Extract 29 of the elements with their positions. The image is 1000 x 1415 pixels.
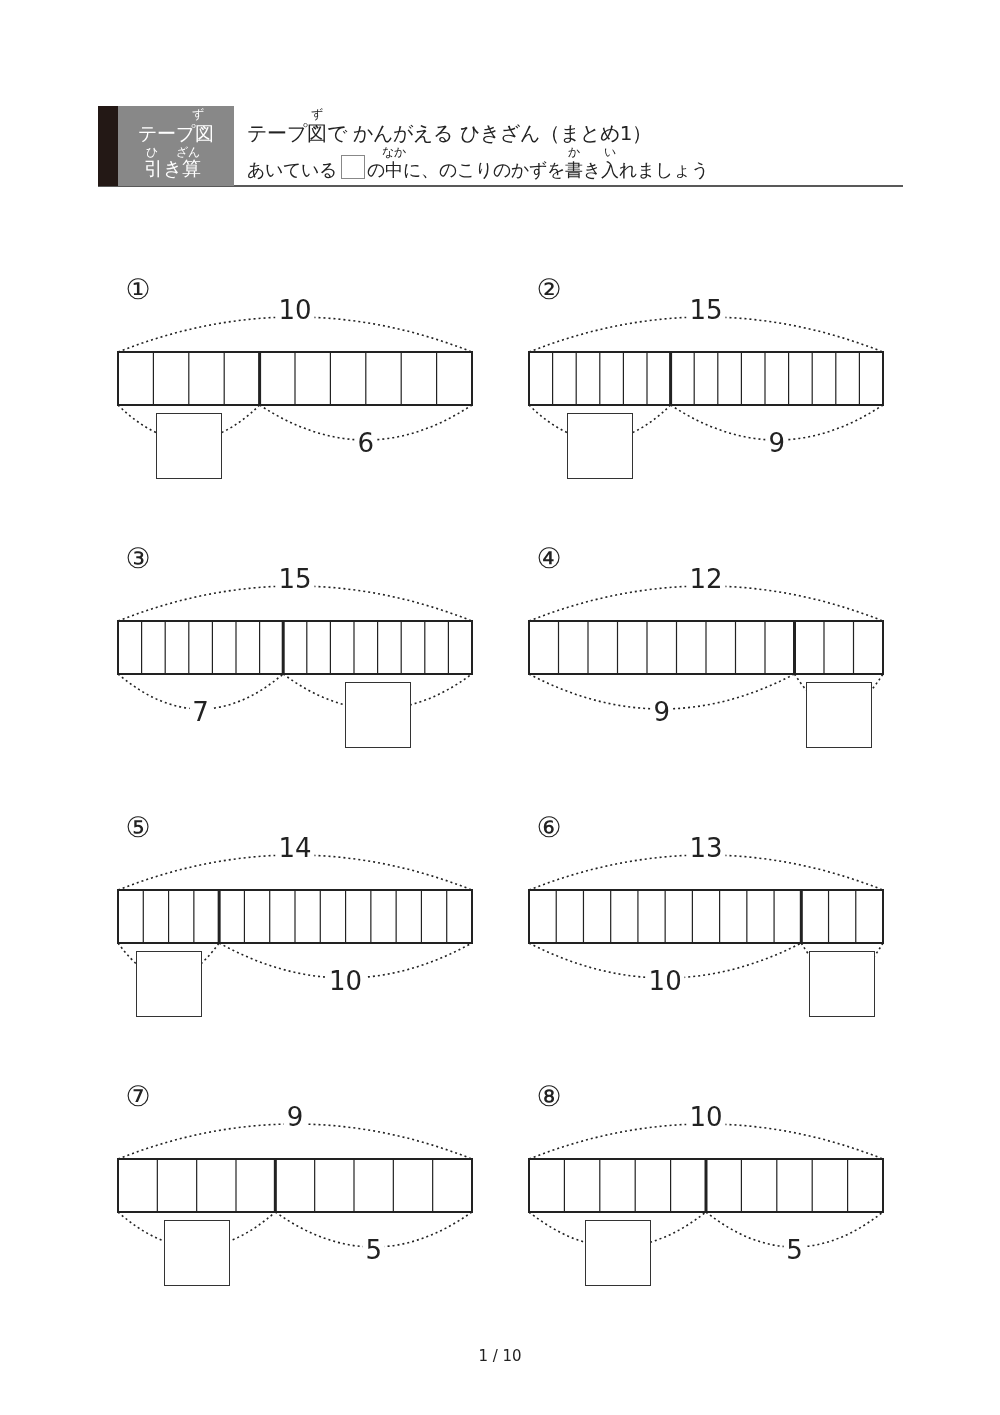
furigana: い xyxy=(604,146,616,158)
furigana: ず xyxy=(192,108,204,120)
furigana: ず xyxy=(311,108,323,120)
answer-box xyxy=(344,682,411,748)
answer-box xyxy=(155,413,222,479)
answer-box xyxy=(805,682,872,748)
answer-box xyxy=(584,1220,651,1286)
answer-box xyxy=(566,413,633,479)
page-number: 1 / 10 xyxy=(478,1348,522,1364)
problem-number: ① xyxy=(125,276,151,304)
answer-box xyxy=(135,951,202,1017)
problem-number: ⑦ xyxy=(125,1083,151,1111)
instruction-text: あいている xyxy=(247,161,337,179)
instruction-text: の中に、のこりのかずを書き入れましょう xyxy=(367,161,709,179)
badge-title: テープ図 xyxy=(138,123,214,143)
furigana: なか xyxy=(382,146,406,158)
answer-box xyxy=(809,951,876,1017)
problem-number: ③ xyxy=(125,545,151,573)
problem-number: ⑧ xyxy=(536,1083,562,1111)
furigana: か xyxy=(568,146,580,158)
title: テープ図で かんがえる ひきざん（まとめ1） xyxy=(247,123,653,143)
furigana: ひ xyxy=(146,146,158,158)
problem-number: ⑤ xyxy=(125,814,151,842)
problem-number: ⑥ xyxy=(536,814,562,842)
badge-subtitle: 引き算 xyxy=(143,158,201,178)
problem-number: ④ xyxy=(536,545,562,573)
problem-number: ② xyxy=(536,276,562,304)
furigana: ざん xyxy=(176,146,200,158)
answer-box xyxy=(163,1220,230,1286)
